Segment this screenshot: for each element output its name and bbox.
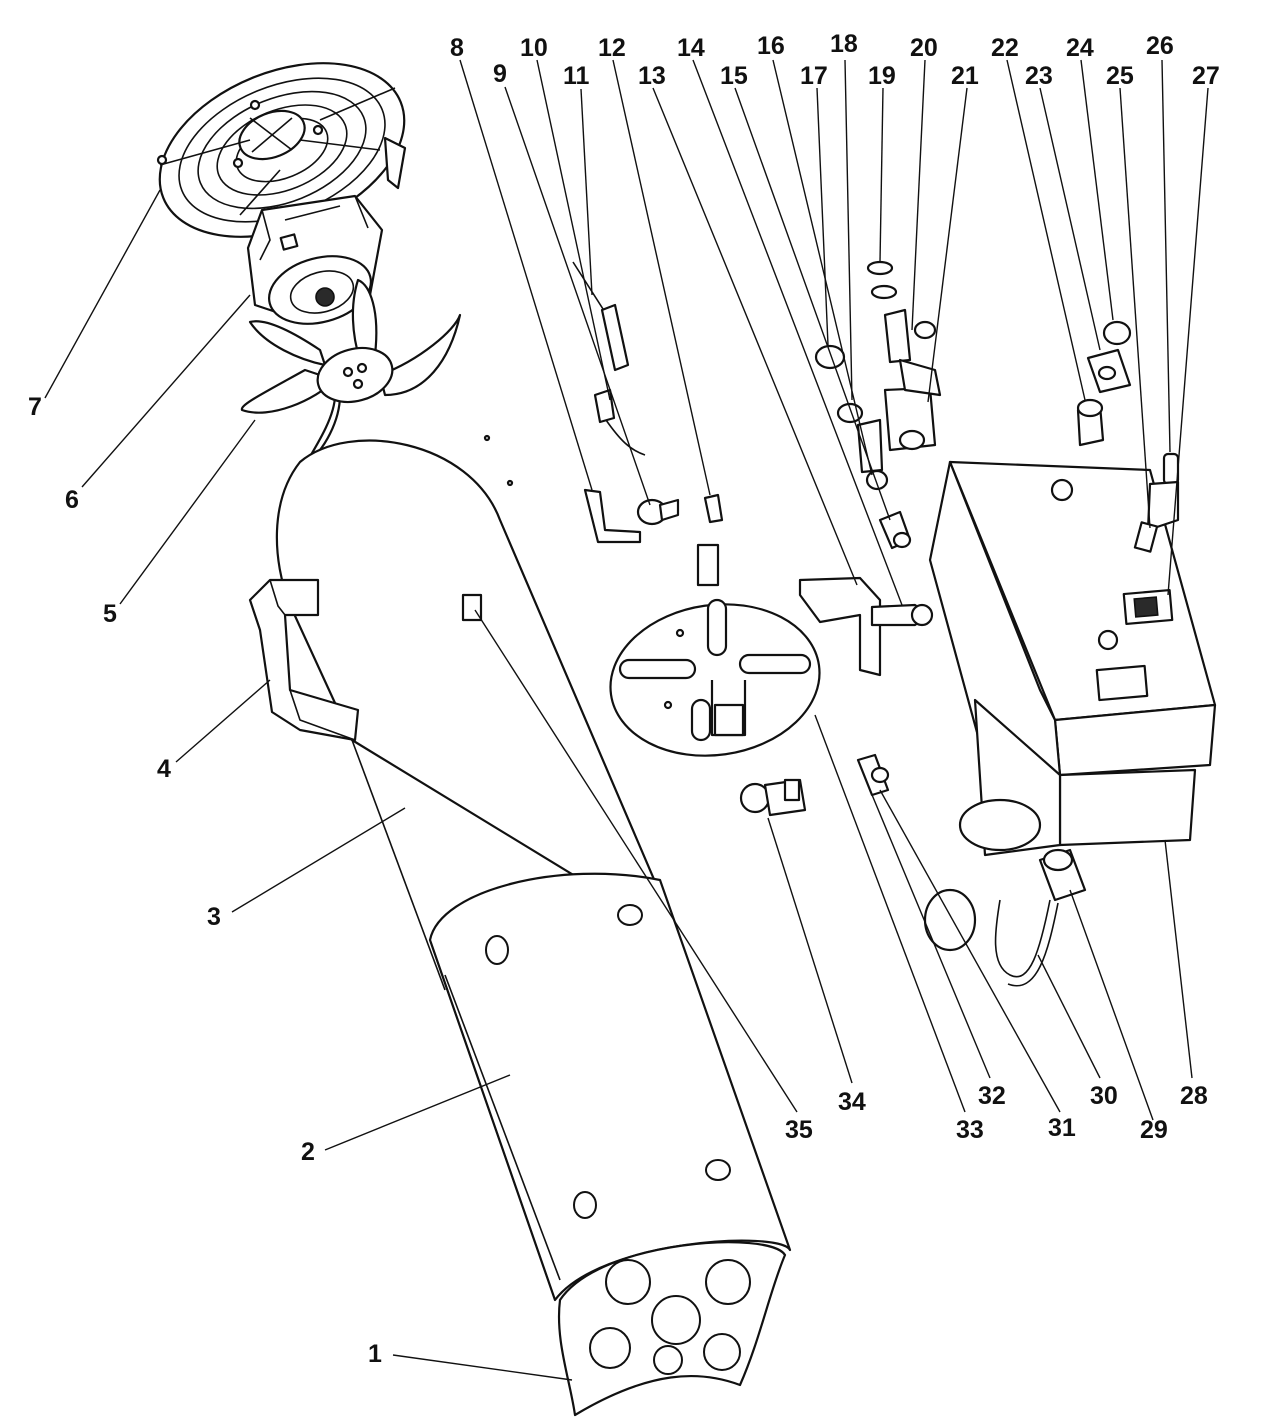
rocker-switch bbox=[1122, 588, 1174, 626]
nozzle-bracket bbox=[798, 576, 934, 677]
callout-33: 33 bbox=[956, 1116, 984, 1144]
callout-14: 14 bbox=[677, 34, 705, 62]
leader-6 bbox=[81, 294, 251, 488]
callout-9: 9 bbox=[493, 60, 507, 88]
leader-19 bbox=[879, 87, 884, 263]
callout-7: 7 bbox=[28, 393, 42, 421]
photocell bbox=[636, 498, 680, 526]
connector-plug bbox=[739, 778, 807, 817]
callout-31: 31 bbox=[1048, 1114, 1076, 1142]
callout-3: 3 bbox=[207, 903, 221, 931]
leader-12 bbox=[612, 59, 711, 496]
fan-guard bbox=[156, 62, 407, 238]
callout-2: 2 bbox=[301, 1138, 315, 1166]
leader-2 bbox=[324, 1074, 511, 1151]
callout-4: 4 bbox=[157, 755, 171, 783]
leader-27 bbox=[1167, 87, 1209, 596]
callout-12: 12 bbox=[598, 34, 626, 62]
callout-28: 28 bbox=[1180, 1082, 1208, 1110]
leader-lines bbox=[44, 59, 1209, 1381]
thermostat-knob bbox=[1133, 452, 1180, 553]
power-cable bbox=[923, 848, 1087, 987]
leader-9 bbox=[504, 86, 651, 506]
callout-17: 17 bbox=[800, 62, 828, 90]
burner-plate bbox=[609, 543, 821, 757]
leader-16 bbox=[772, 59, 873, 476]
leader-23 bbox=[1039, 87, 1101, 351]
callout-21: 21 bbox=[951, 62, 979, 90]
leader-17 bbox=[816, 87, 829, 346]
callout-8: 8 bbox=[450, 34, 464, 62]
leader-26 bbox=[1161, 59, 1171, 453]
callout-19: 19 bbox=[868, 62, 896, 90]
fittings-right bbox=[1076, 320, 1132, 447]
callout-labels: 1 2 3 4 5 6 7 8 9 10 11 12 13 14 15 16 1… bbox=[28, 30, 1220, 1368]
callout-5: 5 bbox=[103, 600, 117, 628]
clip bbox=[703, 493, 724, 524]
leader-31 bbox=[879, 789, 1061, 1113]
fan-blade bbox=[240, 278, 462, 467]
callout-32: 32 bbox=[978, 1082, 1006, 1110]
leader-24 bbox=[1080, 59, 1114, 321]
leader-32 bbox=[869, 789, 991, 1079]
leader-33 bbox=[814, 714, 966, 1113]
fan-motor bbox=[246, 194, 384, 325]
end-cap bbox=[557, 1241, 787, 1417]
callout-22: 22 bbox=[991, 34, 1019, 62]
nozzle-nipple bbox=[878, 510, 912, 550]
leader-30 bbox=[1037, 954, 1101, 1079]
callout-16: 16 bbox=[757, 32, 785, 60]
leader-11 bbox=[580, 88, 593, 296]
handle bbox=[248, 578, 360, 742]
leader-25 bbox=[1119, 87, 1151, 529]
leader-18 bbox=[844, 59, 853, 401]
leader-5 bbox=[119, 419, 256, 605]
leader-22 bbox=[1006, 59, 1086, 401]
callout-27: 27 bbox=[1192, 62, 1220, 90]
leader-7 bbox=[44, 189, 161, 399]
leader-14 bbox=[692, 59, 903, 606]
callout-18: 18 bbox=[830, 30, 858, 58]
callout-13: 13 bbox=[638, 62, 666, 90]
callout-29: 29 bbox=[1140, 1116, 1168, 1144]
callout-35: 35 bbox=[785, 1116, 813, 1144]
callout-6: 6 bbox=[65, 486, 79, 514]
leader-34 bbox=[767, 817, 853, 1084]
leader-1 bbox=[392, 1354, 573, 1381]
leader-10 bbox=[536, 59, 611, 401]
leader-3 bbox=[231, 807, 406, 913]
solenoid-valve-assembly bbox=[814, 260, 942, 491]
leader-20 bbox=[911, 59, 926, 331]
fuel-fitting bbox=[856, 753, 890, 797]
callout-25: 25 bbox=[1106, 62, 1134, 90]
leader-4 bbox=[175, 679, 271, 763]
callout-34: 34 bbox=[838, 1088, 866, 1116]
leader-13 bbox=[652, 87, 858, 586]
callout-10: 10 bbox=[520, 34, 548, 62]
callout-15: 15 bbox=[720, 62, 748, 90]
callout-24: 24 bbox=[1066, 34, 1094, 62]
outer-housing-cylinder bbox=[275, 434, 682, 991]
terminal-block bbox=[461, 593, 483, 622]
callout-1: 1 bbox=[368, 1340, 382, 1368]
leader-35 bbox=[474, 609, 798, 1113]
leader-15 bbox=[734, 87, 891, 521]
callout-23: 23 bbox=[1025, 62, 1053, 90]
leader-29 bbox=[1069, 889, 1154, 1121]
combustion-chamber bbox=[428, 872, 792, 1302]
callout-26: 26 bbox=[1146, 32, 1174, 60]
sensor-bracket bbox=[583, 488, 642, 544]
leader-8 bbox=[459, 59, 593, 491]
callout-11: 11 bbox=[563, 62, 590, 90]
callout-20: 20 bbox=[910, 34, 938, 62]
ignition-electrode bbox=[572, 261, 646, 456]
leader-28 bbox=[1164, 839, 1193, 1079]
callout-30: 30 bbox=[1090, 1082, 1118, 1110]
leader-21 bbox=[927, 87, 968, 403]
